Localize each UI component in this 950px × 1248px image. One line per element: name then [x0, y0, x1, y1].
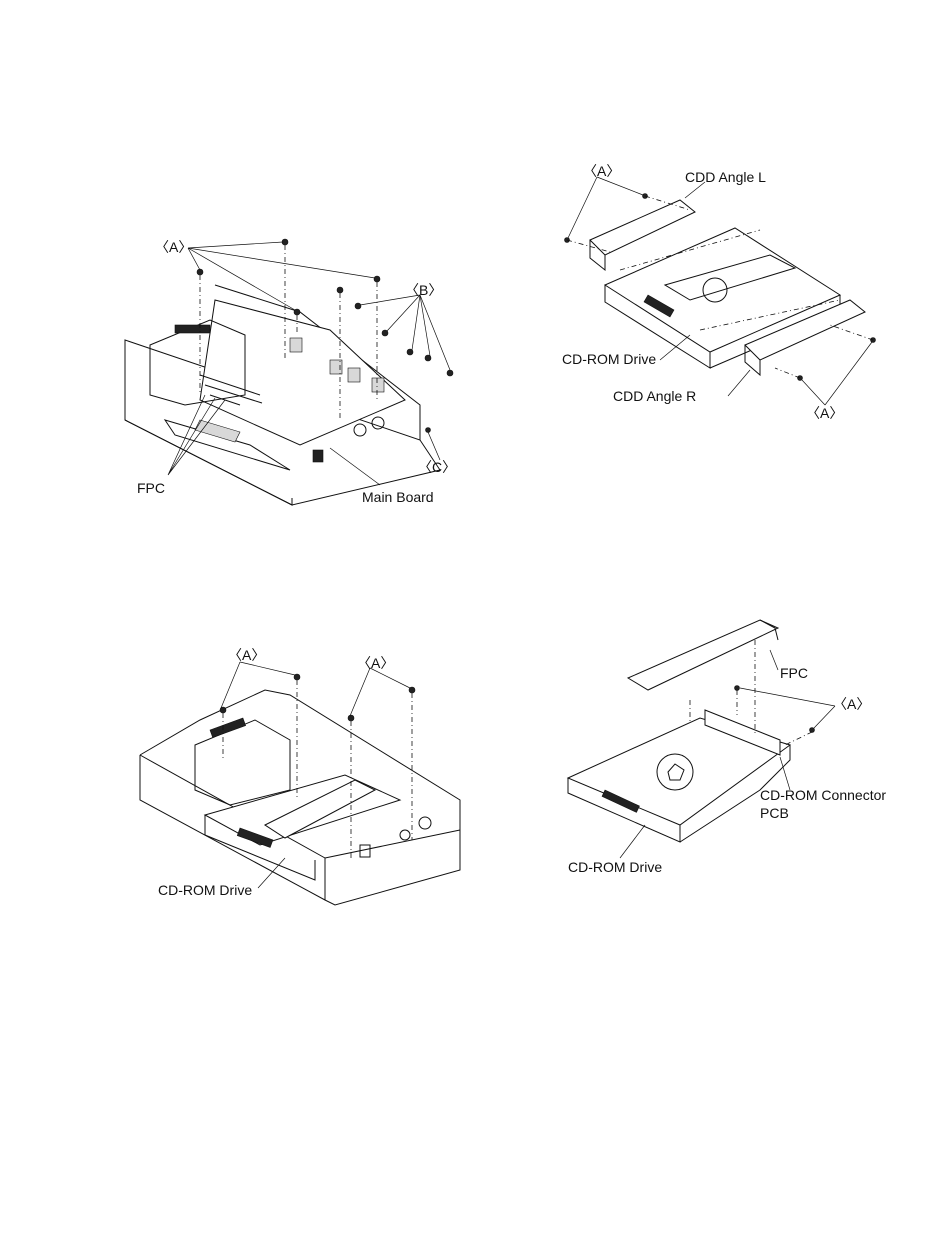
port-jack: [360, 845, 370, 857]
chassis-front-edge: [325, 830, 460, 858]
label-screw-a: 〈A〉: [833, 696, 870, 712]
port-jack: [313, 450, 323, 462]
label-main-board: Main Board: [362, 489, 434, 505]
diagram-connector-pcb: FPC 〈A〉 CD-ROM Connector PCB CD-ROM Driv…: [568, 620, 886, 875]
screw-icon: [348, 715, 354, 721]
screw-icon: [447, 370, 453, 376]
screw-icon: [426, 428, 431, 433]
screw-icon: [735, 686, 740, 691]
label-screw-b: 〈B〉: [405, 282, 442, 298]
board-connector: [348, 368, 360, 382]
left-bracket: [195, 720, 290, 805]
screw-b-group: [355, 295, 453, 376]
board-connector: [372, 378, 384, 392]
label-screw-a-top: 〈A〉: [583, 163, 620, 179]
diagram-main-board: 〈A〉 〈B〉 〈C〉 FPC Main Board: [125, 239, 456, 505]
bracket-connector: [210, 718, 246, 737]
label-cdd-angle-l: CDD Angle L: [685, 169, 766, 185]
port: [354, 424, 366, 436]
screw-icon: [810, 728, 815, 733]
main-board: [200, 300, 405, 445]
label-cd-rom-drive: CD-ROM Drive: [158, 882, 252, 898]
fpc-strip: [628, 620, 778, 690]
label-screw-a-left: 〈A〉: [228, 647, 265, 663]
port: [372, 417, 384, 429]
label-cd-rom-drive: CD-ROM Drive: [562, 351, 656, 367]
label-fpc: FPC: [137, 480, 165, 496]
screw-icon: [355, 303, 361, 309]
label-connector-pcb-line2: PCB: [760, 805, 789, 821]
bracket-connector: [175, 325, 210, 333]
screw-icon: [374, 276, 380, 282]
cdd-angle-l: [590, 200, 695, 255]
board-connector: [290, 338, 302, 352]
diagram-cd-rom-in-chassis: 〈A〉 〈A〉 CD-ROM Drive: [140, 647, 460, 905]
label-cd-rom-drive: CD-ROM Drive: [568, 859, 662, 875]
port: [400, 830, 410, 840]
port: [419, 817, 431, 829]
diagram-cdd-angle: 〈A〉 CDD Angle L CD-ROM Drive CDD Angle R…: [562, 163, 876, 421]
label-screw-a-right: 〈A〉: [357, 655, 394, 671]
label-screw-c: 〈C〉: [418, 459, 456, 475]
label-fpc: FPC: [780, 665, 808, 681]
screw-icon: [337, 287, 343, 293]
label-connector-pcb-line1: CD-ROM Connector: [760, 787, 886, 803]
label-screw-a-bottom: 〈A〉: [806, 405, 843, 421]
label-screw-a: 〈A〉: [155, 239, 192, 255]
label-cdd-angle-r: CDD Angle R: [613, 388, 696, 404]
